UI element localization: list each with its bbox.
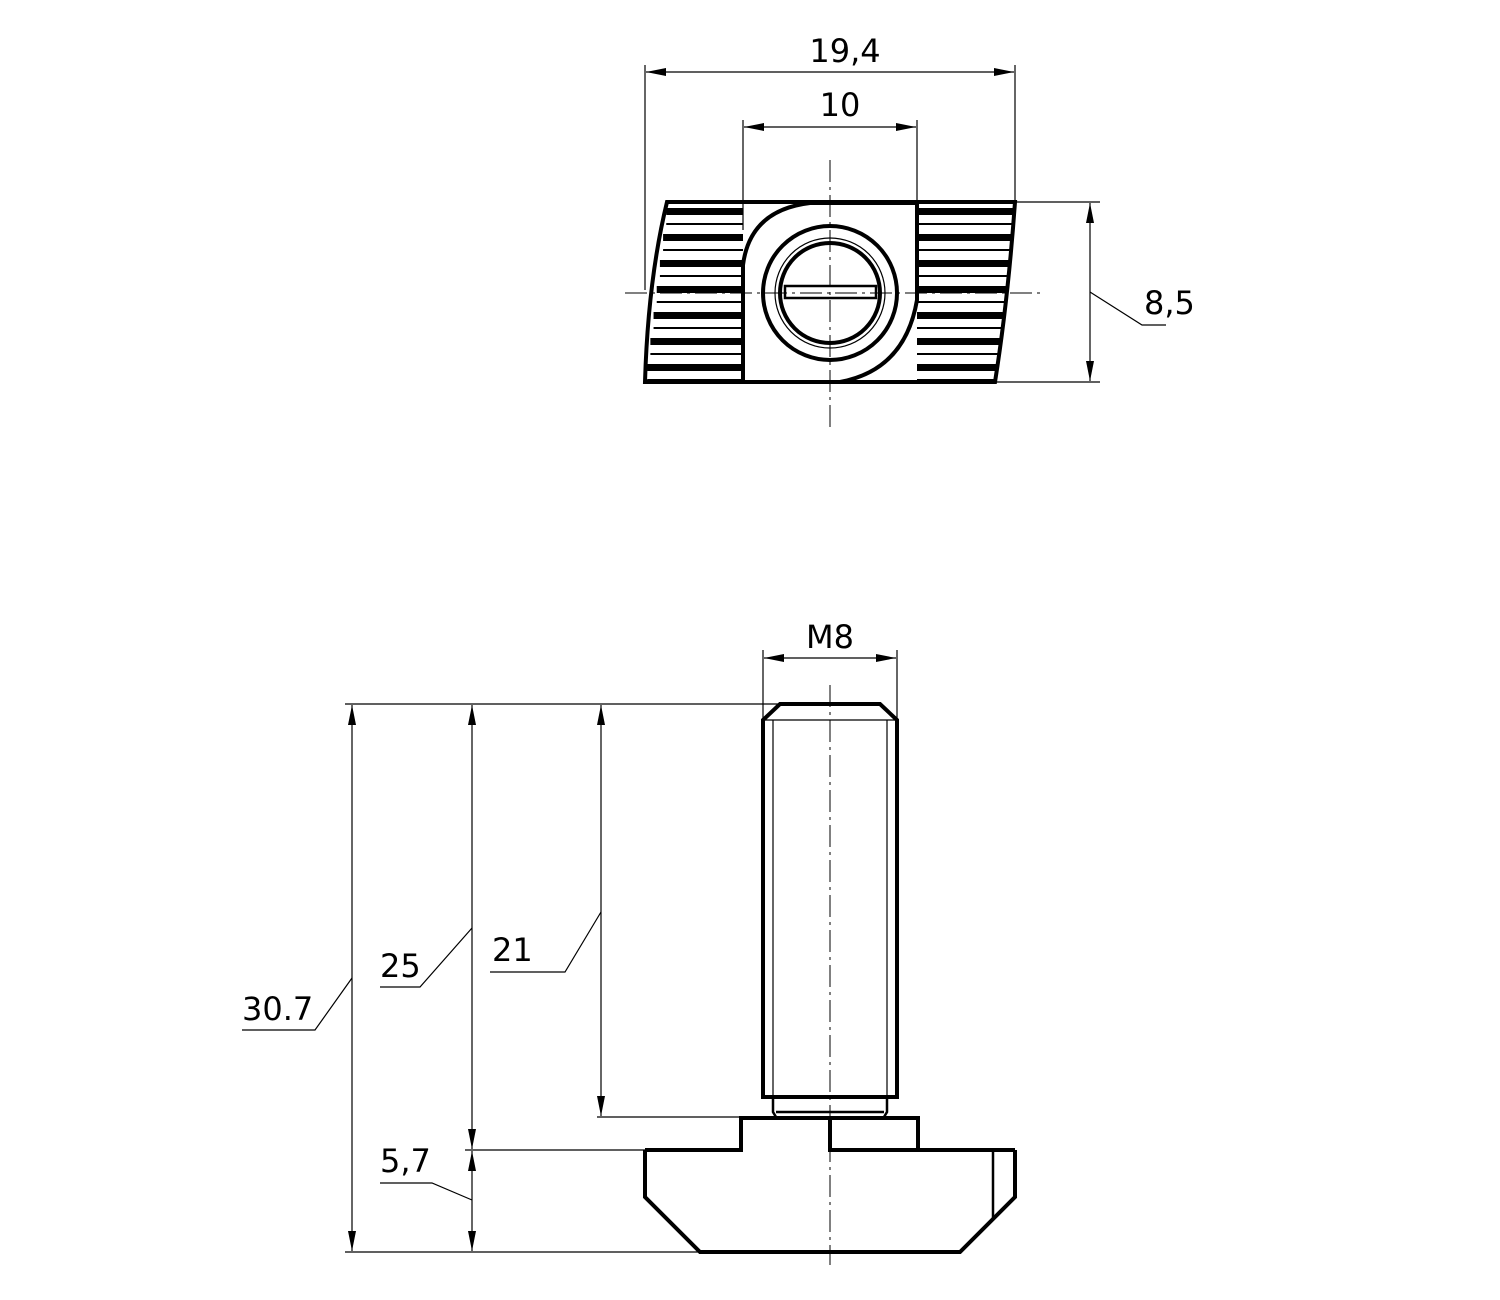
dim-head-height: 5,7 [380,1142,431,1180]
dim-overall-width: 19,4 [809,32,880,70]
serration-stripe [917,364,997,371]
head [643,1150,1017,1254]
serration-stripe [656,286,743,293]
serration-stripe [917,260,1009,267]
dim-height: 8,5 [1144,284,1195,322]
serration-stripes [647,208,1015,381]
leader-line [380,1182,473,1201]
serration-stripe [917,286,1006,293]
serration-stripe [917,234,1012,241]
serration-stripe [917,208,1015,215]
leader-line [1089,291,1166,326]
dim-thread-length: 21 [492,931,533,969]
serration-stripe [666,208,743,215]
leader-line [490,911,602,973]
serration-stripe [917,312,1003,319]
serration-stripe [663,234,743,241]
serration-stripe [647,364,743,371]
side-view: M8 30.7 25 21 5,7 [242,618,1017,1265]
dim-bolt-length: 25 [380,947,421,985]
leader-line [380,927,473,988]
serration-stripe [650,338,743,345]
serration-stripe [659,260,743,267]
top-view: 19,4 10 8,5 [625,32,1195,428]
serration-stripe [917,338,1000,345]
leader-line [242,977,353,1031]
dim-overall-height: 30.7 [242,990,313,1028]
serration-stripe [653,312,743,319]
dim-inset-width: 10 [820,86,861,124]
dim-thread: M8 [806,618,854,656]
